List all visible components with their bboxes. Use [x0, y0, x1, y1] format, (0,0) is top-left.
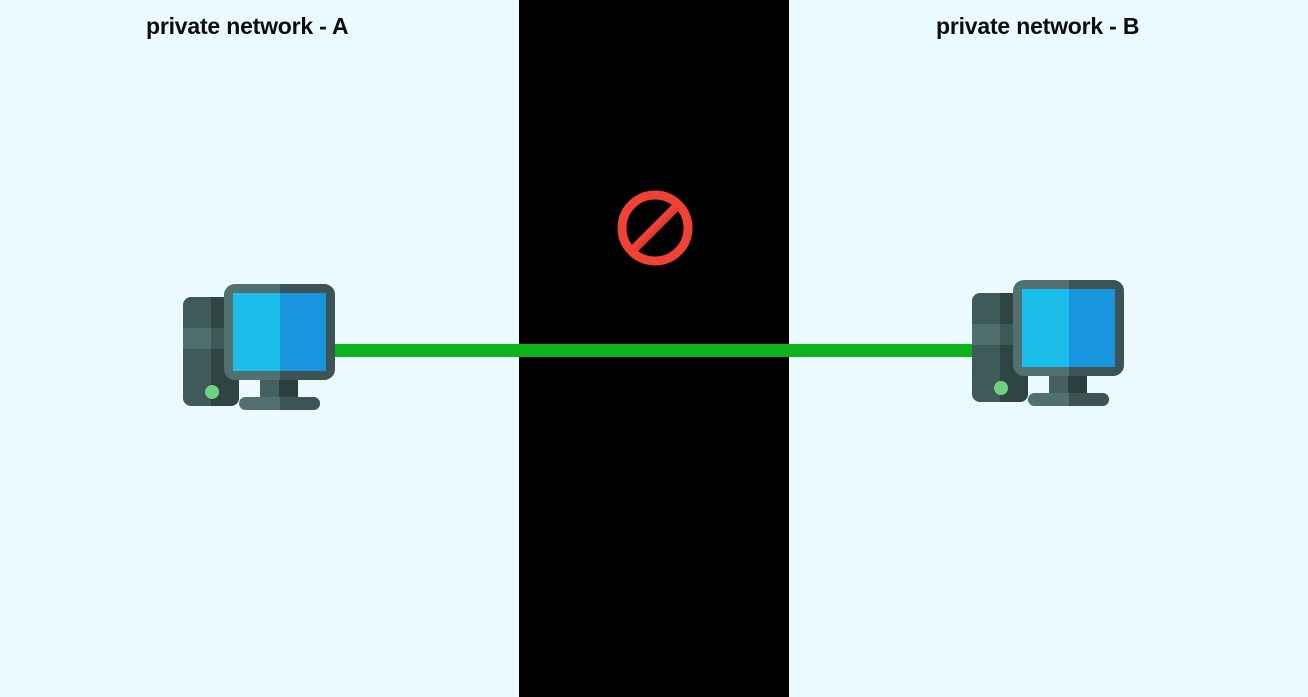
monitor-neck-shadow	[279, 380, 298, 402]
power-led-icon	[205, 385, 219, 399]
monitor-base-shadow	[280, 397, 320, 410]
monitor-neck	[260, 380, 298, 402]
monitor-screen	[1022, 289, 1115, 367]
monitor-base	[239, 397, 320, 410]
monitor-base-shadow	[1069, 393, 1109, 406]
monitor-neck	[1049, 376, 1087, 398]
monitor-screen-shadow	[280, 293, 326, 371]
network-a-title: private network - A	[146, 13, 349, 39]
connection-line-middle	[519, 344, 789, 357]
connection-line-left	[334, 344, 519, 357]
computer-icon-network-a	[183, 284, 335, 410]
monitor-neck-shadow	[1068, 376, 1087, 398]
computer-icon-network-b	[972, 280, 1124, 406]
monitor-screen-shadow	[1069, 289, 1115, 367]
monitor-screen	[233, 293, 326, 371]
computer-monitor	[224, 284, 335, 380]
network-b-title: private network - B	[936, 13, 1140, 39]
power-led-icon	[994, 381, 1008, 395]
prohibition-sign-icon	[617, 190, 693, 266]
computer-monitor	[1013, 280, 1124, 376]
connection-line-right	[789, 344, 974, 357]
monitor-base	[1028, 393, 1109, 406]
